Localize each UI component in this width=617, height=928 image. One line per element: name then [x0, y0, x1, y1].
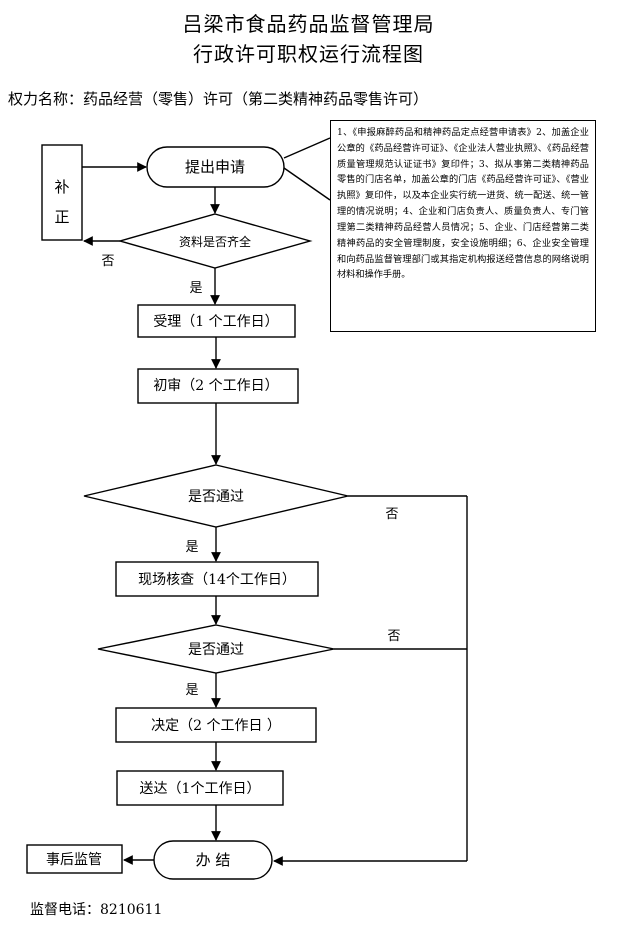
note-connector: [283, 137, 331, 159]
pass1-label: 是否通过: [188, 489, 244, 505]
initial-review-label: 初审（2 个工作日）: [153, 377, 278, 394]
accept-label: 受理（1 个工作日）: [153, 314, 278, 330]
submit-label: 提出申请: [185, 158, 245, 176]
delivery-label: 送达（1个工作日）: [140, 781, 261, 797]
check-complete-label: 资料是否齐全: [179, 234, 251, 249]
decision-step: [115, 707, 317, 743]
note-connector-2: [283, 167, 331, 201]
no-label-1: 否: [101, 254, 114, 269]
site-inspection-label: 现场核查（14个工作日）: [138, 572, 296, 588]
initial-review-step: [137, 368, 299, 404]
no-label-2: 否: [385, 507, 398, 522]
correction-label-2: 正: [54, 208, 69, 226]
page-subtitle: 行政许可职权运行流程图: [193, 42, 424, 66]
site-inspection-step: [115, 561, 319, 597]
page-title: 吕梁市食品药品监督管理局: [182, 12, 435, 36]
power-name: 权力名称：药品经营（零售）许可（第二类精神药品零售许可）: [8, 90, 429, 108]
post-supervision-label: 事后监管: [46, 852, 102, 868]
correction-box: [41, 144, 83, 241]
required-materials-note: 1、《申报麻醉药品和精神药品定点经营申请表》2、加盖企业公章的《药品经营许可证》…: [330, 120, 596, 332]
no-label-3: 否: [387, 629, 400, 644]
yes-label-3: 是: [185, 683, 198, 698]
complete-label: 办 结: [196, 851, 231, 869]
yes-label-2: 是: [185, 540, 198, 555]
pass2-label: 是否通过: [188, 642, 244, 658]
decision-label: 决定（2 个工作日 ）: [151, 718, 281, 734]
post-supervision-box: [26, 844, 123, 874]
supervision-phone: 监督电话：8210611: [30, 902, 163, 918]
yes-label-1: 是: [189, 281, 202, 296]
correction-label-1: 补: [54, 178, 69, 196]
delivery-step: [116, 770, 284, 806]
